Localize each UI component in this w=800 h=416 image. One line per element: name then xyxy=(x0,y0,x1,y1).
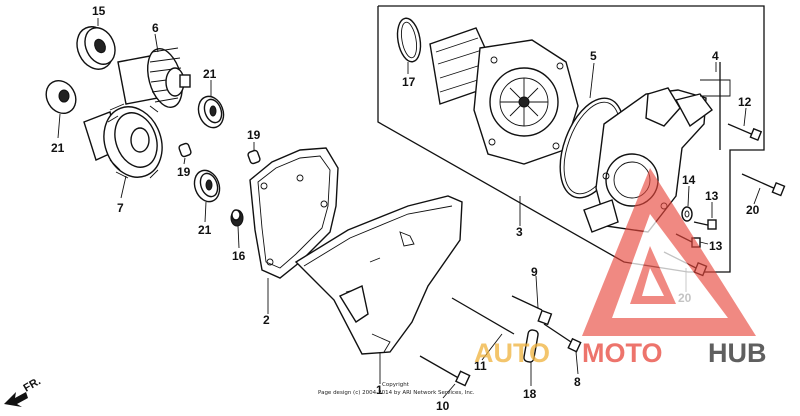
callout-14: 14 xyxy=(682,173,696,187)
dowel-pin-19-b xyxy=(247,149,261,165)
watermark-hub: HUB xyxy=(708,338,767,368)
callout-5: 5 xyxy=(590,49,597,63)
copyright-text: Copyright Page design (c) 2004-2014 by A… xyxy=(318,382,475,396)
callout-11: 11 xyxy=(474,359,487,373)
plug-16 xyxy=(230,209,244,227)
watermark-moto: MOTO xyxy=(582,338,663,368)
bolt-13-a xyxy=(693,219,717,230)
water-pump-body xyxy=(429,27,579,165)
watermark: AUTO MOTO HUB xyxy=(474,168,767,368)
callout-1: 1 xyxy=(376,383,383,397)
bolt-12 xyxy=(727,123,763,142)
callout-10: 10 xyxy=(436,399,450,413)
bolt-20-right xyxy=(741,173,786,197)
front-direction-indicator: FR. xyxy=(4,375,43,407)
o-ring-17 xyxy=(396,17,422,63)
bearing-15 xyxy=(76,26,116,70)
watermark-triangle-icon xyxy=(582,168,756,336)
bolt-8 xyxy=(543,323,582,353)
clamp-18 xyxy=(523,329,539,363)
dowel-pin-19-a xyxy=(178,142,192,158)
callout-8: 8 xyxy=(574,375,581,389)
copyright-line-2: Page design (c) 2004-2014 by ARI Network… xyxy=(318,390,475,396)
washer-14 xyxy=(681,206,693,222)
callout-19-b: 19 xyxy=(247,128,261,142)
idle-gear-7 xyxy=(83,103,163,179)
callout-18: 18 xyxy=(523,387,537,401)
callout-7: 7 xyxy=(117,201,124,215)
callout-13-a: 13 xyxy=(705,189,719,203)
copyright-line-1: Copyright xyxy=(382,382,410,388)
callout-3: 3 xyxy=(516,225,523,239)
bearing-21-left xyxy=(45,79,77,115)
callout-20-right: 20 xyxy=(746,203,760,217)
bearing-21-lower xyxy=(193,169,221,203)
callout-17: 17 xyxy=(402,75,416,89)
callout-21-lower: 21 xyxy=(198,223,212,237)
cover-1 xyxy=(294,195,463,355)
callout-19-a: 19 xyxy=(177,165,191,179)
bolt-10 xyxy=(419,355,471,387)
callout-13-b: 13 xyxy=(709,239,723,253)
nut-9 xyxy=(537,309,553,326)
bolt-11 xyxy=(451,295,543,335)
gasket-2 xyxy=(249,147,339,279)
callout-2: 2 xyxy=(263,313,270,327)
callout-9: 9 xyxy=(531,265,538,279)
front-label: FR. xyxy=(22,375,43,394)
callout-15: 15 xyxy=(92,4,106,18)
bearing-21-upper xyxy=(197,95,225,129)
watermark-auto: AUTO xyxy=(474,338,550,368)
callout-12: 12 xyxy=(738,95,752,109)
callout-4: 4 xyxy=(712,49,719,63)
callout-21-upper: 21 xyxy=(203,67,217,81)
callout-16: 16 xyxy=(232,249,246,263)
gear-shaft-6 xyxy=(117,47,191,108)
callout-21-left: 21 xyxy=(51,141,65,155)
front-arrow-icon xyxy=(4,392,28,407)
callout-6: 6 xyxy=(152,21,159,35)
